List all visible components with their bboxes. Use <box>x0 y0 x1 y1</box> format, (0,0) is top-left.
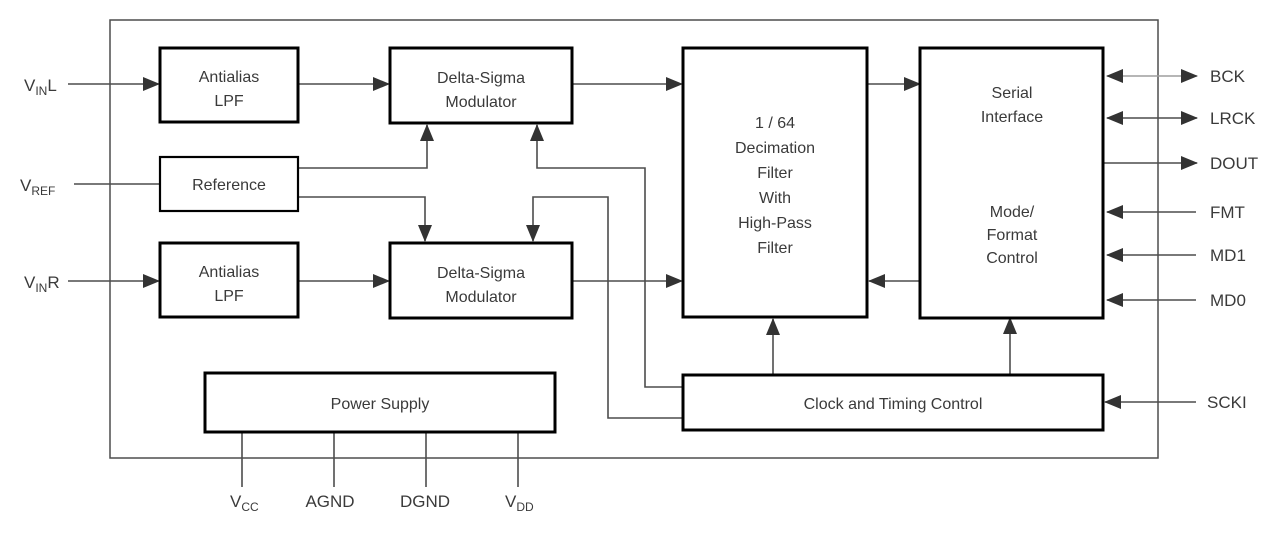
block-delta-sigma-bottom-rect <box>388 241 574 320</box>
pin-label-vcc: VCC <box>230 492 259 514</box>
pin-labels-right: BCK LRCK DOUT FMT MD1 MD0 SCKI <box>1207 67 1258 412</box>
block-serial-label-2: Interface <box>981 109 1043 126</box>
block-clock-timing-rect <box>681 373 1105 432</box>
block-antialias-lpf-bottom: Antialias LPF <box>158 241 300 319</box>
arrowhead-lpf2-to-dsm2 <box>373 274 390 288</box>
arrowhead-reference-to-dsm1 <box>420 124 434 141</box>
block-clock-timing-label: Clock and Timing Control <box>804 396 983 413</box>
pin-label-vinl: VINL <box>24 76 57 98</box>
arrowhead-vinr <box>143 274 160 288</box>
wire-reference-to-dsm2 <box>298 196 426 241</box>
pin-label-vinr: VINR <box>24 273 60 295</box>
arrowhead-fmt <box>1106 205 1123 219</box>
pin-label-md0: MD0 <box>1210 291 1246 310</box>
block-modectrl-label-1: Mode/ <box>990 204 1035 221</box>
block-delta-sigma-top-label-1: Delta-Sigma <box>437 70 525 87</box>
pin-label-fmt: FMT <box>1210 203 1245 222</box>
block-decimation-label-5: High-Pass <box>738 215 812 232</box>
block-decimation-label-3: Filter <box>757 165 793 182</box>
block-serial-interface: Serial Interface Mode/ Format Control <box>918 46 1105 320</box>
block-decimation-label-2: Decimation <box>735 140 815 157</box>
block-antialias-lpf-bottom-label-1: Antialias <box>199 264 259 281</box>
block-delta-sigma-top: Delta-Sigma Modulator <box>388 46 574 125</box>
block-delta-sigma-bottom: Delta-Sigma Modulator <box>388 241 574 320</box>
block-power-supply-label: Power Supply <box>331 396 430 413</box>
block-delta-sigma-top-rect <box>388 46 574 125</box>
block-decimation-label-1: 1 / 64 <box>755 115 795 132</box>
pin-label-dout: DOUT <box>1210 154 1258 173</box>
block-decimation-filter-rect <box>681 46 869 319</box>
block-decimation-label-6: Filter <box>757 240 793 257</box>
block-antialias-lpf-top-rect <box>158 46 300 124</box>
block-clock-timing: Clock and Timing Control <box>681 373 1105 432</box>
block-reference: Reference <box>158 155 300 213</box>
block-antialias-lpf-top: Antialias LPF <box>158 46 300 124</box>
arrowhead-lrck-out <box>1181 111 1198 125</box>
block-modectrl-label-2: Format <box>987 227 1038 244</box>
arrowhead-vinl <box>143 77 160 91</box>
pin-label-lrck: LRCK <box>1210 109 1256 128</box>
block-serial-interface-rect <box>918 46 1105 320</box>
arrowhead-md0 <box>1106 293 1123 307</box>
arrowhead-modectrl-to-decimation <box>868 274 885 288</box>
block-serial-label-1: Serial <box>992 85 1033 102</box>
arrowhead-clock-to-dsm2 <box>526 225 540 242</box>
block-antialias-lpf-bottom-label-2: LPF <box>214 288 244 305</box>
arrowhead-clock-to-decimation <box>766 318 780 335</box>
pin-labels-bottom: VCC AGND DGND VDD <box>230 492 534 514</box>
arrowhead-md1 <box>1106 248 1123 262</box>
block-antialias-lpf-bottom-rect <box>158 241 300 319</box>
block-decimation-label-4: With <box>759 190 791 207</box>
block-delta-sigma-bottom-label-1: Delta-Sigma <box>437 265 525 282</box>
pin-label-agnd: AGND <box>305 492 354 511</box>
block-reference-rect <box>158 155 300 213</box>
block-modectrl-label-3: Control <box>986 250 1038 267</box>
arrowhead-dout <box>1181 156 1198 170</box>
arrowhead-decimation-to-serial <box>904 77 921 91</box>
block-delta-sigma-top-label-2: Modulator <box>445 94 517 111</box>
pin-label-bck: BCK <box>1210 67 1246 86</box>
pin-label-vdd: VDD <box>505 492 534 514</box>
block-antialias-lpf-top-label-2: LPF <box>214 93 244 110</box>
wire-reference-to-dsm1 <box>298 125 428 169</box>
chip-boundary <box>109 19 1159 459</box>
block-power-supply-rect <box>203 371 557 434</box>
block-reference-label: Reference <box>192 177 266 194</box>
arrowhead-clock-to-serial <box>1003 317 1017 334</box>
arrowheads <box>143 69 1198 409</box>
arrowhead-lpf1-to-dsm1 <box>373 77 390 91</box>
arrowhead-bck-in <box>1106 69 1123 83</box>
arrowhead-bck-out <box>1181 69 1198 83</box>
wire-clock-to-dsm2 <box>532 196 683 419</box>
arrowhead-reference-to-dsm2 <box>418 225 432 242</box>
block-power-supply: Power Supply <box>203 371 557 434</box>
arrowhead-lrck-in <box>1106 111 1123 125</box>
arrowhead-dsm2-to-decimation <box>666 274 683 288</box>
arrowhead-clock-to-dsm1 <box>530 124 544 141</box>
pin-label-md1: MD1 <box>1210 246 1246 265</box>
pin-label-vref: VREF <box>20 176 55 198</box>
block-antialias-lpf-top-label-1: Antialias <box>199 69 259 86</box>
block-delta-sigma-bottom-label-2: Modulator <box>445 289 517 306</box>
pin-labels-left: VINL VREF VINR <box>20 76 60 295</box>
wire-clock-to-dsm1 <box>536 125 683 388</box>
block-decimation-filter: 1 / 64 Decimation Filter With High-Pass … <box>681 46 869 319</box>
arrowhead-scki <box>1104 395 1121 409</box>
pin-label-scki: SCKI <box>1207 393 1247 412</box>
arrowhead-dsm1-to-decimation <box>666 77 683 91</box>
pin-label-dgnd: DGND <box>400 492 450 511</box>
